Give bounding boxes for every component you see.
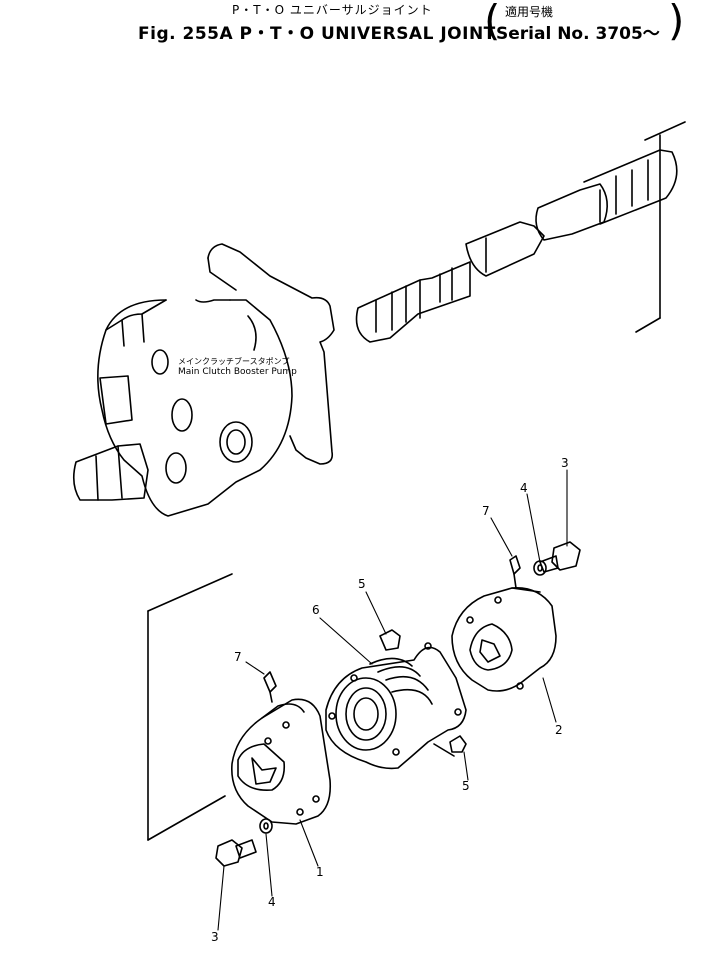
callout-4-upper: 4: [520, 481, 528, 495]
callout-4-lower: 4: [268, 895, 276, 909]
callout-3-upper: 3: [561, 456, 569, 470]
callout-5-upper: 5: [358, 577, 366, 591]
leader-lines: [217, 469, 568, 931]
open-paren-glyph: (: [484, 0, 501, 45]
serial-label-japanese: 適用号機: [505, 5, 554, 19]
callout-1: 1: [316, 865, 324, 879]
part-1-flange-yoke: [231, 698, 332, 825]
pump-label-japanese: メインクラッチブースタポンプ: [178, 357, 290, 366]
callout-6: 6: [312, 603, 320, 617]
callout-5-lower: 5: [462, 779, 470, 793]
fasteners: [215, 541, 581, 867]
callout-2: 2: [555, 723, 563, 737]
callout-3-lower: 3: [211, 930, 219, 944]
header: P・T・O ユニバーサルジョイント Fig. 255A P・T・O UNIVER…: [0, 0, 727, 60]
part-6-center-joint: [325, 642, 467, 770]
frame-lines: [147, 121, 686, 841]
pump-label: Main Clutch Booster Pump: [178, 367, 297, 377]
booster-pump: [72, 243, 335, 517]
serial-number: Serial No. 3705～: [496, 24, 660, 44]
part-2-flange: [451, 587, 557, 692]
title-japanese: P・T・O ユニバーサルジョイント: [232, 3, 433, 17]
close-paren-glyph: ): [668, 0, 685, 45]
callout-7-upper: 7: [482, 504, 490, 518]
figure-title: Fig. 255A P・T・O UNIVERSAL JOINT: [138, 24, 496, 44]
callout-7-lower: 7: [234, 650, 242, 664]
splined-shaft: [355, 149, 678, 343]
